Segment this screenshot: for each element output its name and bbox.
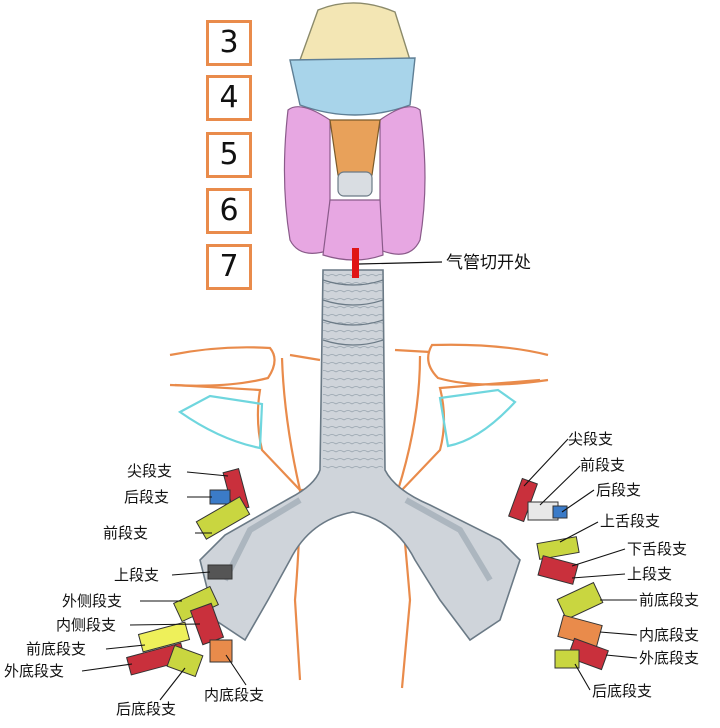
left-label-medial-basal: 内底段支: [204, 686, 265, 704]
right-label-superior-lingular: 上舌段支: [600, 512, 661, 530]
clavicle-outline: [177, 388, 517, 450]
vertebra-number-3: 3: [206, 20, 252, 66]
right-label-anterior: 前段支: [580, 456, 626, 474]
right-label-apical: 尖段支: [568, 430, 614, 448]
left-label-apical: 尖段支: [127, 462, 173, 480]
left-label-anterior-basal: 前底段支: [26, 640, 87, 658]
left-label-anterior: 前段支: [103, 524, 149, 542]
left-bronchial-branches: [126, 467, 251, 678]
left-label-posterior-basal: 后底段支: [116, 700, 177, 718]
incision-label: 气管切开处: [446, 253, 531, 273]
left-label-medial: 内侧段支: [56, 616, 117, 634]
right-label-superior: 上段支: [627, 565, 673, 583]
right-label-inferior-lingular: 下舌段支: [627, 540, 688, 558]
vertebra-number-5: 5: [206, 132, 252, 178]
right-label-anterior-basal: 前底段支: [639, 591, 700, 609]
incision-marker: [352, 248, 443, 278]
leader-lines: [81, 438, 638, 701]
right-label-lateral-basal: 外底段支: [639, 649, 700, 667]
right-label-posterior: 后段支: [596, 481, 642, 499]
larynx: [283, 2, 426, 261]
right-bronchial-branches: [508, 477, 609, 671]
trachea: [199, 269, 521, 642]
right-label-medial-basal: 内底段支: [639, 626, 700, 644]
left-label-lateral: 外侧段支: [62, 592, 123, 610]
left-label-superior: 上段支: [114, 566, 160, 584]
vertebra-number-4: 4: [206, 75, 252, 121]
left-label-posterior: 后段支: [124, 488, 170, 506]
right-label-posterior-basal: 后底段支: [592, 682, 653, 700]
vertebra-number-6: 6: [206, 188, 252, 234]
vertebra-number-7: 7: [206, 244, 252, 290]
left-label-lateral-basal: 外底段支: [4, 662, 65, 680]
